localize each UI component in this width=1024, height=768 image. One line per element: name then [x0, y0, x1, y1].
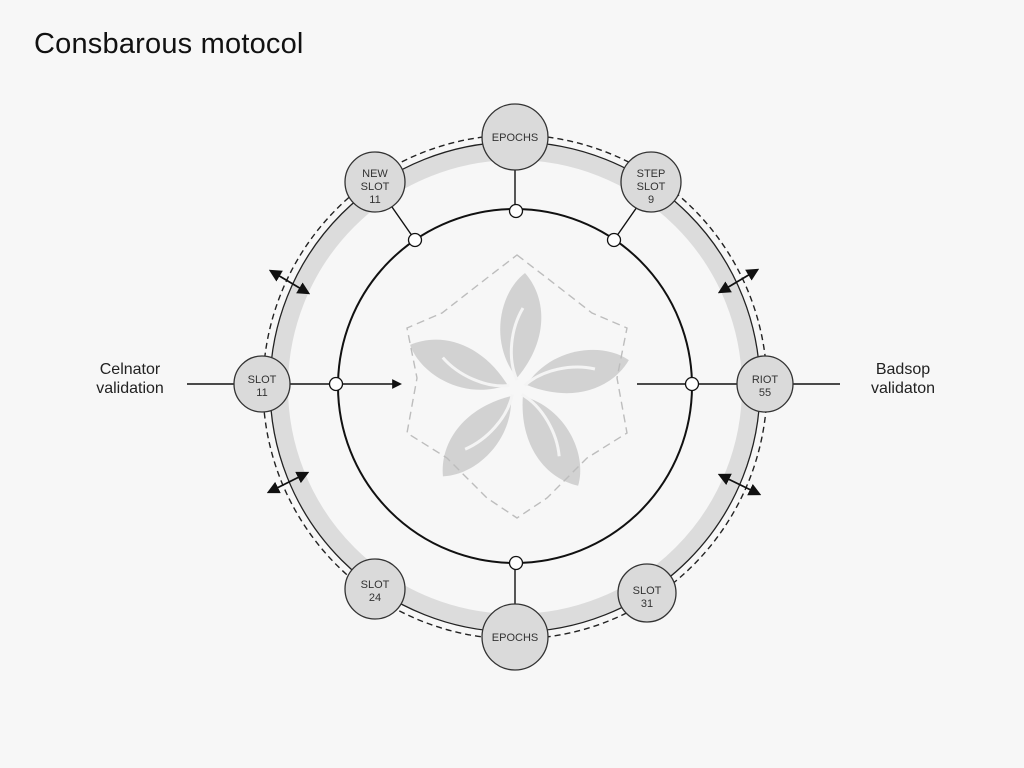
- node-top-left-line3: 11: [369, 194, 380, 206]
- node-top-right[interactable]: STEP SLOT 9: [620, 151, 682, 213]
- inner-ring: [337, 208, 693, 564]
- node-right-line1: RIOT: [752, 374, 779, 386]
- arrow-upper-right: [717, 268, 760, 294]
- node-bottom-right[interactable]: SLOT 31: [617, 563, 677, 623]
- junction-top: [508, 203, 524, 219]
- node-bottom-left[interactable]: SLOT 24: [344, 558, 406, 620]
- node-left-line1: SLOT: [248, 374, 277, 386]
- node-top-left-line2: SLOT: [361, 181, 390, 193]
- node-bottom-right-line1: SLOT: [633, 585, 662, 597]
- node-top-right-line1: STEP: [637, 168, 666, 180]
- node-top-right-line2: SLOT: [637, 181, 666, 193]
- flower-emblem: [406, 254, 629, 519]
- left-label: Celnator validation: [80, 360, 180, 398]
- right-label-line1: Badsop: [875, 361, 931, 378]
- node-top-left[interactable]: NEW SLOT 11: [344, 151, 406, 213]
- node-bottom[interactable]: EPOCHS: [481, 603, 549, 671]
- arrow-lower-left: [266, 471, 310, 494]
- node-top-right-line3: 9: [648, 194, 654, 206]
- arrow-upper-left: [268, 269, 311, 295]
- right-label-line2: validaton: [870, 380, 936, 397]
- node-bottom-line1: EPOCHS: [492, 632, 538, 644]
- right-label: Badsop validaton: [848, 360, 958, 398]
- node-bottom-left-line1: SLOT: [361, 579, 390, 591]
- node-right-line2: 55: [759, 387, 771, 399]
- node-bottom-left-line2: 24: [369, 592, 381, 604]
- node-left[interactable]: SLOT 11: [233, 355, 291, 413]
- diagram-title: Consbarous motocol: [34, 28, 304, 60]
- junction-top-left: [407, 232, 423, 248]
- junction-left: [328, 376, 344, 392]
- node-top-left-line1: NEW: [362, 168, 388, 180]
- junction-bottom: [508, 555, 524, 571]
- left-label-line1: Celnator: [99, 361, 161, 378]
- junction-top-right: [606, 232, 622, 248]
- node-top[interactable]: EPOCHS: [481, 103, 549, 171]
- outer-band: [270, 142, 760, 632]
- node-top-line1: EPOCHS: [492, 132, 538, 144]
- node-left-line2: 11: [256, 387, 267, 399]
- node-right[interactable]: RIOT 55: [736, 355, 794, 413]
- junction-right: [684, 376, 700, 392]
- left-label-line2: validation: [96, 380, 164, 397]
- arrow-lower-right: [717, 473, 762, 496]
- node-bottom-right-line2: 31: [641, 598, 653, 610]
